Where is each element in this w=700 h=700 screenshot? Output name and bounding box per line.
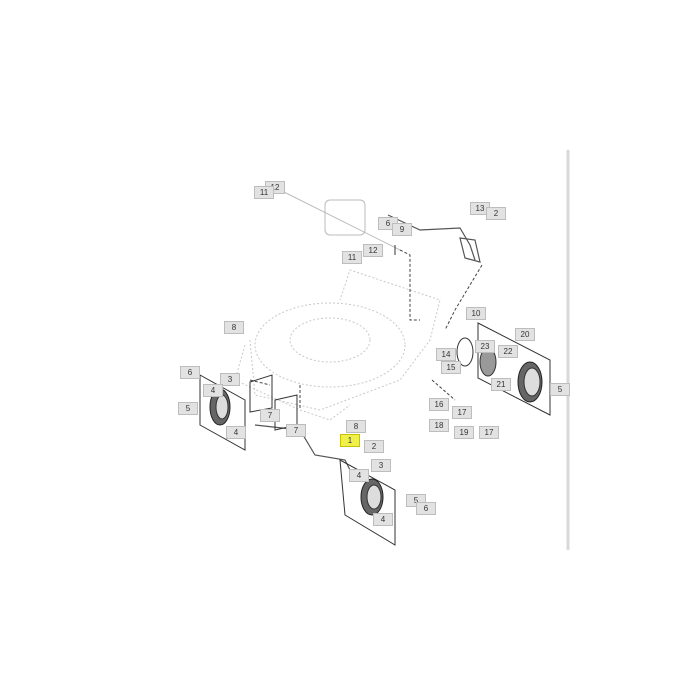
callout-4[interactable]: 4	[226, 426, 246, 439]
callout-19[interactable]: 19	[454, 426, 474, 439]
drive-cover	[456, 337, 474, 367]
callout-4[interactable]: 4	[203, 384, 223, 397]
callout-8[interactable]: 8	[224, 321, 244, 334]
callout-6[interactable]: 6	[180, 366, 200, 379]
wheel-hub-front-left	[215, 394, 229, 420]
callout-21[interactable]: 21	[491, 378, 511, 391]
callout-5[interactable]: 5	[550, 383, 570, 396]
wheel-hub-rear-right	[523, 367, 541, 397]
engine	[279, 189, 401, 251]
callout-13[interactable]: 13	[470, 202, 490, 215]
callout-5[interactable]: 5	[178, 402, 198, 415]
callout-6[interactable]: 6	[416, 502, 436, 515]
assembly-lines	[249, 249, 483, 410]
callout-23[interactable]: 23	[475, 340, 495, 353]
callout-9[interactable]: 9	[392, 223, 412, 236]
callout-4[interactable]: 4	[349, 469, 369, 482]
callout-22[interactable]: 22	[498, 345, 518, 358]
callout-1[interactable]: 1	[340, 434, 360, 447]
callout-11[interactable]: 11	[342, 251, 362, 264]
callout-8[interactable]: 8	[346, 420, 366, 433]
callout-10[interactable]: 10	[466, 307, 486, 320]
callout-17[interactable]: 17	[479, 426, 499, 439]
callout-17[interactable]: 17	[452, 406, 472, 419]
callout-16[interactable]: 16	[429, 398, 449, 411]
callout-2[interactable]: 2	[486, 207, 506, 220]
callout-12[interactable]: 12	[363, 244, 383, 257]
callout-11[interactable]: 11	[254, 186, 274, 199]
mower-deck-outline	[234, 269, 441, 421]
callout-2[interactable]: 2	[364, 440, 384, 453]
callout-3[interactable]: 3	[371, 459, 391, 472]
wheel-hub-front-right	[366, 484, 382, 510]
callout-14[interactable]: 14	[436, 348, 456, 361]
callout-15[interactable]: 15	[441, 361, 461, 374]
wheels	[209, 337, 543, 516]
callout-7[interactable]: 7	[260, 409, 280, 422]
callout-4[interactable]: 4	[373, 513, 393, 526]
callout-7[interactable]: 7	[286, 424, 306, 437]
callout-18[interactable]: 18	[429, 419, 449, 432]
callout-20[interactable]: 20	[515, 328, 535, 341]
callout-3[interactable]: 3	[220, 373, 240, 386]
